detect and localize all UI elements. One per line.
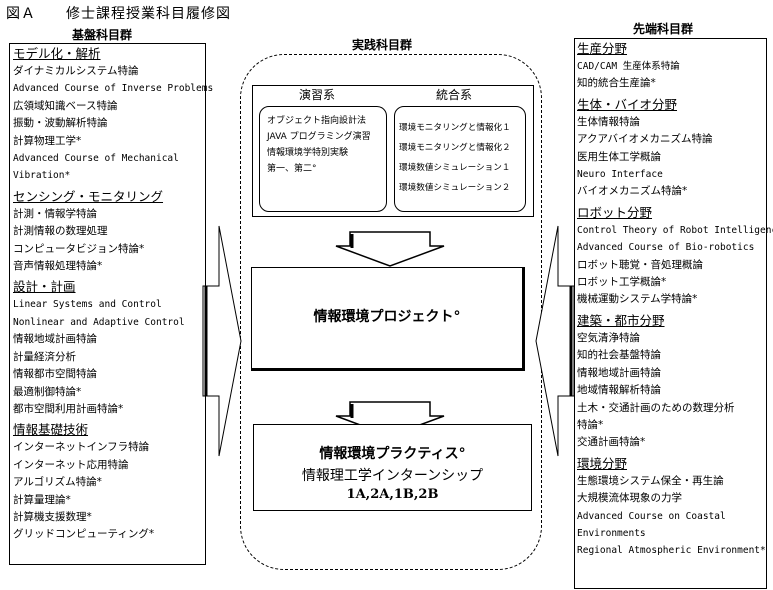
course-item: 知的統合生産論* (577, 77, 656, 90)
course-item: ダイナミカルシステム特論 (13, 65, 139, 77)
course-item: 土木・交通計画のための数理分析 (577, 401, 735, 414)
course-item: 振動・波動解析特論 (13, 117, 108, 130)
course-item: 空気清浄特論 (577, 331, 640, 344)
course-item: 第一、第二° (267, 164, 317, 174)
course-item: CAD/CAM 生産体系特論 (577, 61, 680, 72)
course-item: アルゴリズム特論* (13, 476, 102, 489)
figure-title: 図Ａ 修士課程授業科目履修図 (6, 6, 231, 22)
course-item: 計測・情報学特論 (13, 207, 97, 220)
course-item: インターネット応用特論 (13, 458, 129, 471)
course-item: ロボット工学概論* (577, 276, 667, 289)
course-item: 交通計画特論* (577, 436, 646, 449)
course-item: 環境モニタリングと情報化２ (399, 143, 511, 153)
course-item: 情報地域計画特論 (13, 333, 97, 346)
exercise-course-list: オブジェクト指向設計法 JAVA プログラミング演習情報環境学特別実験第一、第二° (260, 107, 386, 177)
course-item: 計算物理工学* (13, 134, 82, 147)
course-item: 知的社会基盤特論 (577, 349, 661, 362)
course-item: 大規模流体現象の力学 (577, 492, 682, 505)
course-item: インターネットインフラ特論 (13, 441, 150, 454)
exercise-label: 演習系 (299, 88, 336, 102)
course-group-heading: 生産分野 (577, 41, 628, 56)
integration-course-box: 環境モニタリングと情報化１ 環境モニタリングと情報化２ 環境数値シミュレーション１ 環… (394, 106, 526, 212)
course-item: 情報環境学特別実験 (267, 148, 349, 158)
course-item: Linear Systems and Control (13, 299, 162, 311)
exercise-course-box: オブジェクト指向設計法 JAVA プログラミング演習情報環境学特別実験第一、第二° (259, 106, 387, 212)
course-item: Environments (577, 527, 646, 539)
foundation-courses-box: モデル化・解析ダイナミカルシステム特論 Advanced Course of In… (9, 43, 214, 565)
foundation-course-list: モデル化・解析ダイナミカルシステム特論 Advanced Course of In… (10, 44, 214, 544)
course-item: グリッドコンピューティング* (13, 528, 155, 541)
course-item: 医用生体工学概論 (577, 150, 661, 163)
course-item: 環境数値シミュレーション２ (399, 183, 511, 193)
practice-title: 情報環境プラクティス° (319, 446, 466, 462)
course-item: Regional Atmospheric Environment* (577, 545, 766, 557)
advanced-courses-box: 生産分野 CAD/CAM 生産体系特論知的統合生産論* 生体・バイオ分野生体情報特論… (574, 38, 773, 589)
course-item: オブジェクト指向設計法 (267, 116, 367, 126)
course-item: Vibration* (13, 170, 71, 182)
course-item: Nonlinear and Adaptive Control (13, 316, 185, 328)
course-group-heading: センシング・モニタリング (13, 188, 164, 204)
left-arrow-right-column (535, 225, 575, 457)
course-item: 環境数値シミュレーション１ (399, 163, 511, 173)
course-item: 計量経済分析 (13, 350, 76, 363)
course-item: 環境モニタリングと情報化１ (399, 123, 511, 133)
course-group-heading: 環境分野 (577, 455, 628, 471)
practice-box: 情報環境プラクティス° 情報理工学インターンシップ 1A,2A,1B,2B (253, 424, 532, 511)
course-item: Neuro Interface (577, 169, 663, 181)
course-item: コンピュータビジョン特論* (13, 242, 145, 255)
course-item: 計算量理論* (13, 493, 71, 506)
course-group-heading: ロボット分野 (577, 204, 653, 220)
course-group-heading: 情報基礎技術 (13, 422, 89, 438)
center-column-header: 実践科目群 (352, 38, 413, 52)
course-item: JAVA プログラミング演習 (267, 132, 371, 142)
course-item: Advanced Course of Bio-robotics (577, 242, 755, 254)
course-item: 情報地域計画特論 (577, 366, 661, 379)
course-item: 計算機支援数理* (13, 510, 92, 523)
course-item: バイオメカニズム特論* (577, 185, 688, 198)
integration-label: 統合系 (436, 88, 473, 102)
course-item: 生体情報特論 (577, 115, 640, 128)
advanced-course-list: 生産分野 CAD/CAM 生産体系特論知的統合生産論* 生体・バイオ分野生体情報特論… (575, 39, 773, 560)
course-item: 特論* (577, 418, 604, 431)
course-item: 機械運動システム学特論* (577, 293, 698, 306)
course-item: Advanced Course on Coastal (577, 510, 726, 522)
course-group-heading: 設計・計画 (13, 279, 76, 295)
internship-label: 情報理工学インターンシップ (301, 468, 484, 484)
course-item: 地域情報解析特論 (577, 384, 661, 397)
course-item: 生態環境システム保全・再生論 (577, 474, 724, 487)
integration-course-list: 環境モニタリングと情報化１ 環境モニタリングと情報化２ 環境数値シミュレーション１ 環… (395, 107, 525, 198)
course-item: ロボット聴覚・音処理概論 (577, 258, 703, 271)
course-item: アクアバイオメカニズム特論 (577, 133, 713, 146)
course-item: 都市空間利用計画特論* (13, 402, 124, 415)
course-item: 情報都市空間特論 (13, 368, 97, 381)
course-item: Advanced Course of Inverse Problems (13, 83, 214, 95)
left-column-header: 基盤科目群 (72, 28, 133, 42)
course-item: 最適制御特論* (13, 385, 82, 398)
right-arrow-left-column (202, 225, 242, 457)
internship-codes: 1A,2A,1B,2B (346, 487, 439, 502)
course-item: Control Theory of Robot Intelligence (577, 224, 773, 236)
project-box: 情報環境プロジェクト° (251, 267, 525, 371)
course-item: 計測情報の数理処理 (13, 225, 108, 238)
exercise-integration-box: 演習系 統合系 オブジェクト指向設計法 JAVA プログラミング演習情報環境学特別… (252, 85, 534, 217)
project-title: 情報環境プロジェクト° (313, 309, 461, 325)
course-item: 広領域知識ベース特論 (13, 99, 118, 112)
course-group-heading: モデル化・解析 (13, 46, 101, 61)
course-item: 音声情報処理特論* (13, 260, 103, 273)
course-item: Advanced Course of Mechanical (13, 153, 179, 165)
course-group-heading: 生体・バイオ分野 (577, 96, 678, 112)
course-group-heading: 建築・都市分野 (577, 312, 665, 328)
right-column-header: 先端科目群 (633, 22, 694, 36)
down-arrow-to-project (335, 231, 445, 267)
